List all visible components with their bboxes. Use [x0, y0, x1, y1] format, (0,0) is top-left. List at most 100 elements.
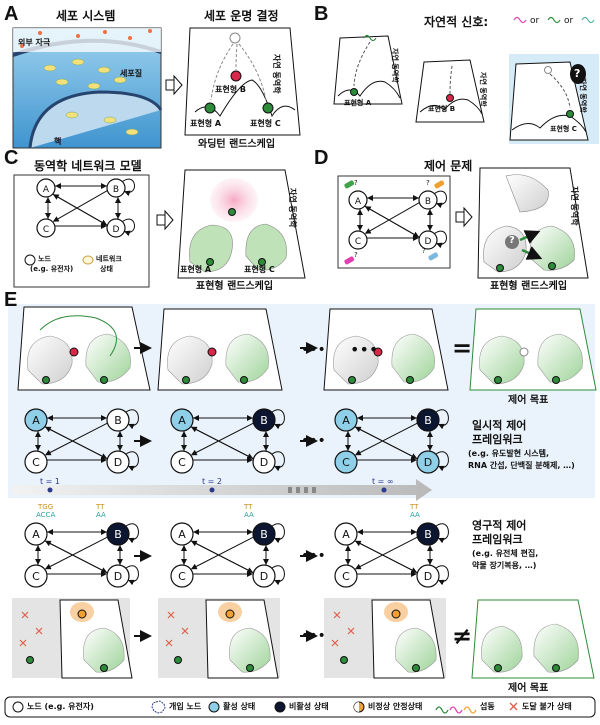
b-phenotype-a: 표현형 A	[344, 99, 372, 107]
c-net-node-b	[106, 178, 126, 198]
dna-acca: ACCA	[36, 511, 56, 519]
e1-net-node-d	[106, 450, 130, 474]
natural-signal-label: 자연적 신호:	[424, 15, 489, 29]
e4-net-edge	[44, 540, 108, 574]
unreachable-marks	[19, 611, 355, 647]
panel-c	[13, 169, 306, 288]
e6-net-node-label-c: C	[342, 570, 350, 583]
time-label-1: t = 1	[40, 477, 61, 486]
e-ellipsis-1: •••	[350, 340, 379, 359]
d-net-self-loop	[434, 230, 447, 249]
e6-net-self-loop	[435, 565, 449, 586]
dna-tt-1: TT	[96, 503, 105, 511]
d-natural-dynamics: 자연 동역학	[570, 186, 579, 226]
question-mark-b: ?	[574, 67, 581, 80]
d-q4: ?	[422, 247, 426, 255]
landscape-b1	[333, 35, 403, 105]
e4-net-node-d	[106, 564, 130, 588]
e5-net-node-b	[252, 522, 276, 546]
e4-net-node-b	[106, 522, 130, 546]
e6-net-node-label-a: A	[342, 528, 350, 541]
e5-net-edge	[190, 536, 254, 570]
e4-net-self-loop	[125, 565, 139, 586]
d-q3: ?	[354, 251, 358, 259]
d-net-node-c	[348, 230, 368, 250]
c-net-node-label-a: A	[43, 185, 50, 195]
legend-active: 활성 상태	[223, 702, 256, 711]
e1-net-self-loop	[125, 409, 139, 430]
b-natural-dynamics-1: 자연 동역학	[391, 48, 399, 83]
c-net-self-loop	[122, 178, 135, 197]
e1-net-edge	[44, 426, 108, 460]
permanent-control-title-1: 영구적 제어	[472, 519, 527, 532]
e5-net-node-label-b: B	[260, 528, 268, 541]
panel-e	[8, 304, 597, 679]
ball-top	[229, 32, 241, 44]
e5-net-node-c	[170, 564, 194, 588]
e2-net-node-label-d: D	[260, 456, 268, 469]
e4-net-node-c	[24, 564, 48, 588]
e4-net-node-label-c: C	[32, 570, 40, 583]
c-net-self-loop	[122, 218, 135, 237]
c-net-edge	[52, 194, 108, 226]
e-ellipsis-row3: •••	[301, 548, 326, 564]
e2-net-edge	[190, 422, 254, 456]
waddington-label: 와딩턴 랜드스케입	[198, 139, 276, 150]
e3-net-node-d	[416, 450, 440, 474]
d-net-node-b	[418, 190, 438, 210]
cytoplasm-label: 세포질	[120, 69, 143, 78]
dna-aa-2: AA	[244, 511, 254, 519]
legend-intervention: 개입 노드	[169, 702, 202, 711]
e3-net-node-label-b: B	[424, 414, 432, 427]
d-net-edge	[364, 202, 420, 234]
c-natural-dynamics: 자연 동역학	[288, 188, 297, 228]
goal-label-1: 제어 목표	[508, 395, 549, 406]
stimulus-dots	[20, 29, 152, 48]
dna-tgg: TGG	[38, 503, 54, 511]
d-net-node-label-c: C	[355, 237, 361, 247]
dna-aa-1: AA	[96, 511, 106, 519]
d-net-node-a	[348, 190, 368, 210]
e2-net-self-loop	[271, 409, 285, 430]
e1-net-self-loop	[125, 451, 139, 472]
d-net-edge	[364, 206, 420, 238]
e3-net-edge	[354, 422, 418, 456]
d-net-node-d	[418, 230, 438, 250]
e1-net-node-label-b: B	[114, 414, 122, 427]
e5-net-self-loop	[271, 565, 285, 586]
arrow-a	[165, 74, 183, 96]
e2-net-node-d	[252, 450, 276, 474]
kinetic-network-title: 동역학 네트워크 모델	[34, 159, 142, 173]
c-net-node-label-c: C	[43, 225, 49, 235]
goal-label-2: 제어 목표	[508, 683, 549, 694]
c-net-node-label-d: D	[113, 225, 120, 235]
phenotype-a-label: 표현형 A	[190, 119, 222, 128]
e6-net-edge	[354, 536, 418, 570]
e3-net-node-label-c: C	[342, 456, 350, 469]
c-net-node-c	[36, 218, 56, 238]
cell-system-title: 세포 시스템	[56, 9, 116, 23]
nucleus-membrane	[28, 90, 163, 149]
e3-net-node-a	[334, 408, 358, 432]
ball-a	[204, 102, 216, 114]
dna-tt-3: TT	[410, 503, 419, 511]
panel-letter-a: A	[4, 3, 19, 25]
time-axis	[12, 479, 432, 501]
e1-net-node-label-a: A	[32, 414, 40, 427]
c-net-node-label-b: B	[113, 185, 119, 195]
panel-letter-d: D	[314, 147, 329, 169]
fate-title: 세포 운명 결정	[204, 9, 279, 23]
network-state-label: 네트워크	[96, 255, 122, 263]
c-net-node-a	[36, 178, 56, 198]
e5-net-node-d	[252, 564, 276, 588]
e4-net-edge	[44, 536, 108, 570]
e-ellipsis-row1: •••	[301, 342, 326, 358]
landscape-b3	[509, 61, 589, 141]
natural-dynamics-label-a: 자연 동역학	[272, 54, 281, 94]
panel-d	[337, 167, 589, 279]
not-equals-sign: ≠	[452, 622, 473, 650]
e2-net-node-label-c: C	[178, 456, 186, 469]
question-ball	[505, 235, 519, 249]
dna-aa-3: AA	[410, 511, 420, 519]
